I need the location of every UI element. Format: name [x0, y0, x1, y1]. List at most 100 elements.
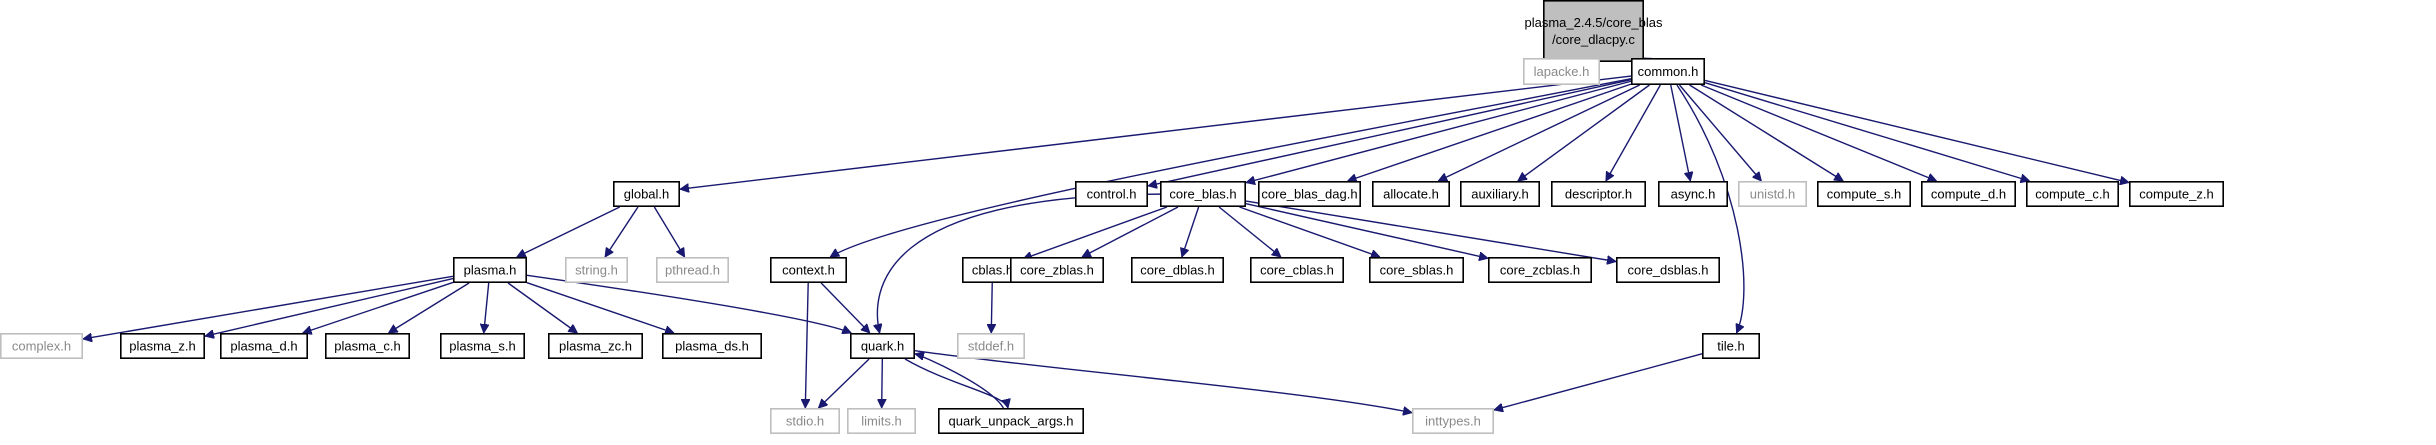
- node-label: core_dblas.h: [1140, 263, 1214, 278]
- node-plasma[interactable]: plasma.h: [452, 256, 527, 283]
- edge-layer: [83, 58, 2129, 413]
- edge-core_blas-to-core_sblas: [1239, 206, 1380, 257]
- node-core-blas[interactable]: core_blas.h: [1160, 181, 1247, 208]
- node-label: async.h: [1671, 187, 1716, 202]
- node-quark-unpack-args[interactable]: quark_unpack_args.h: [937, 407, 1084, 434]
- edge-core_blas-to-quark: [877, 193, 1161, 333]
- node-auxiliary[interactable]: auxiliary.h: [1460, 181, 1541, 208]
- edge-core_blas-to-cblas: [1023, 206, 1168, 259]
- node-compute-d[interactable]: compute_d.h: [1921, 181, 2017, 208]
- edge-context-to-quark: [820, 282, 870, 333]
- edge-quark-to-limits: [882, 358, 883, 408]
- node-box: [1412, 407, 1495, 434]
- node-core-zblas[interactable]: core_zblas.h: [1009, 256, 1104, 283]
- node-box: [1075, 181, 1149, 208]
- node-label: allocate.h: [1383, 187, 1439, 202]
- edge-plasma-to-plasma_d: [303, 281, 454, 333]
- edge-global-to-pthread: [653, 206, 686, 257]
- node-label: core_blas_dag.h: [1261, 187, 1357, 202]
- node-box: [849, 332, 915, 359]
- node-box: [1250, 256, 1345, 283]
- node-box: [1702, 332, 1761, 359]
- edge-core_blas-to-core_dsblas: [1245, 200, 1616, 261]
- node-label: core_cblas.h: [1260, 263, 1334, 278]
- edge-core_blas-to-core_zcblas: [1245, 203, 1488, 259]
- node-label: core_blas.h: [1169, 187, 1236, 202]
- node-label: compute_s.h: [1827, 187, 1901, 202]
- node-compute-s[interactable]: compute_s.h: [1817, 181, 1912, 208]
- node-core-dblas[interactable]: core_dblas.h: [1131, 256, 1225, 283]
- node-label: stdio.h: [786, 414, 824, 429]
- edge-plasma-to-plasma_s: [484, 282, 490, 333]
- node-common[interactable]: common.h: [1631, 57, 1706, 85]
- node-box: [1543, 0, 1645, 63]
- node-label: quark.h: [861, 339, 904, 354]
- node-layer: plasma_2.4.5/core_blas/core_dlacpy.clapa…: [0, 0, 2225, 434]
- node-control[interactable]: control.h: [1075, 181, 1149, 208]
- node-core-dsblas[interactable]: core_dsblas.h: [1616, 256, 1721, 283]
- node-lapacke: lapacke.h: [1523, 57, 1601, 85]
- edge-common-to-compute_z: [1704, 79, 2129, 182]
- edge-core_blas-to-core_cblas: [1218, 206, 1281, 257]
- node-box: [612, 181, 680, 208]
- node-box: [1488, 256, 1593, 283]
- node-plasma-c[interactable]: plasma_c.h: [324, 332, 410, 359]
- edge-common-to-compute_d: [1700, 84, 1936, 181]
- node-label: complex.h: [12, 339, 71, 354]
- node-compute-z[interactable]: compute_z.h: [2129, 181, 2225, 208]
- node-box: [769, 407, 840, 434]
- node-plasma-z[interactable]: plasma_z.h: [120, 332, 206, 359]
- node-label: tile.h: [1717, 339, 1744, 354]
- node-label: limits.h: [861, 414, 901, 429]
- node-label: cblas.h: [972, 263, 1013, 278]
- edge-context-to-stdio: [805, 282, 808, 408]
- edge-common-to-tile: [1676, 84, 1745, 333]
- node-box: [2129, 181, 2225, 208]
- node-label: plasma_s.h: [449, 339, 515, 354]
- edge-global-to-string: [604, 206, 639, 257]
- node-quark[interactable]: quark.h: [849, 332, 915, 359]
- edge-plasma-to-quark: [526, 274, 851, 333]
- edge-core_blas-to-core_dblas: [1182, 206, 1200, 257]
- node-plasma-s[interactable]: plasma_s.h: [439, 332, 525, 359]
- node-global[interactable]: global.h: [612, 181, 680, 208]
- node-core-blas-dag[interactable]: core_blas_dag.h: [1258, 181, 1362, 208]
- node-label: plasma_zc.h: [559, 339, 632, 354]
- edge-common-to-global: [680, 75, 1632, 189]
- node-plasma-ds[interactable]: plasma_ds.h: [661, 332, 762, 359]
- node-allocate[interactable]: allocate.h: [1372, 181, 1451, 208]
- node-root[interactable]: plasma_2.4.5/core_blas/core_dlacpy.c: [1524, 0, 1663, 63]
- node-context[interactable]: context.h: [769, 256, 847, 283]
- node-box: [1160, 181, 1247, 208]
- node-box: [937, 407, 1084, 434]
- node-box: [439, 332, 525, 359]
- edge-common-to-compute_s: [1689, 84, 1844, 182]
- node-label: plasma_ds.h: [675, 339, 749, 354]
- node-stddef: stddef.h: [956, 332, 1025, 359]
- node-tile[interactable]: tile.h: [1702, 332, 1761, 359]
- node-core-zcblas[interactable]: core_zcblas.h: [1488, 256, 1593, 283]
- node-plasma-zc[interactable]: plasma_zc.h: [547, 332, 643, 359]
- node-box: [956, 332, 1025, 359]
- node-box: [655, 256, 729, 283]
- node-async[interactable]: async.h: [1658, 181, 1729, 208]
- node-core-sblas[interactable]: core_sblas.h: [1369, 256, 1465, 283]
- node-limits: limits.h: [846, 407, 916, 434]
- node-box: [564, 256, 628, 283]
- node-label: auxiliary.h: [1471, 187, 1529, 202]
- node-label: compute_c.h: [2035, 187, 2109, 202]
- node-compute-c[interactable]: compute_c.h: [2026, 181, 2120, 208]
- node-label: control.h: [1087, 187, 1137, 202]
- node-label: string.h: [575, 263, 618, 278]
- edge-tile-to-inttypes: [1494, 353, 1703, 410]
- edge-plasma-to-plasma_z: [205, 277, 454, 337]
- node-descriptor[interactable]: descriptor.h: [1551, 181, 1647, 208]
- node-core-cblas[interactable]: core_cblas.h: [1250, 256, 1345, 283]
- node-box: [846, 407, 916, 434]
- node-box: [120, 332, 206, 359]
- node-stdio: stdio.h: [769, 407, 840, 434]
- node-plasma-d[interactable]: plasma_d.h: [220, 332, 309, 359]
- node-label: unistd.h: [1750, 187, 1796, 202]
- node-label: lapacke.h: [1534, 64, 1590, 79]
- node-label: core_zcblas.h: [1500, 263, 1580, 278]
